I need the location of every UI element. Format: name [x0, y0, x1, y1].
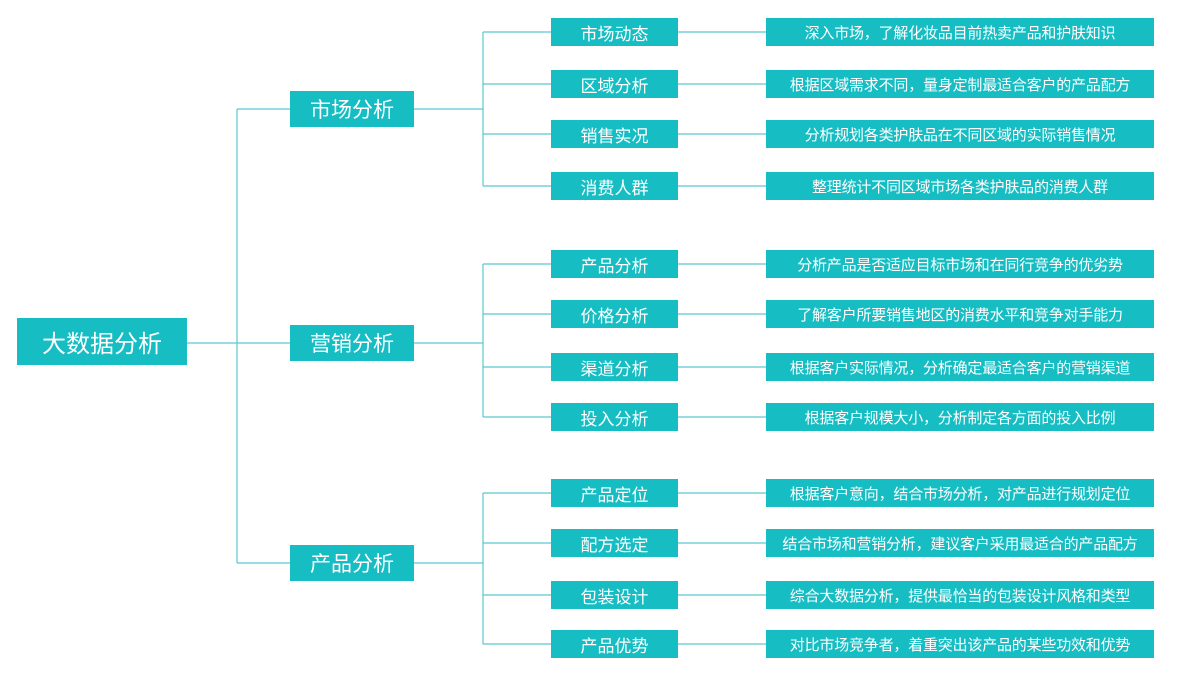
item-market-trends: 市场动态 — [551, 18, 678, 46]
item-regional-analysis: 区域分析 — [551, 70, 678, 98]
desc-investment-analysis: 根据客户规模大小，分析制定各方面的投入比例 — [766, 403, 1154, 431]
item-product-analysis: 产品分析 — [551, 250, 678, 278]
item-packaging-design: 包装设计 — [551, 581, 678, 609]
desc-consumer-groups: 整理统计不同区域市场各类护肤品的消费人群 — [766, 172, 1154, 200]
desc-price-analysis: 了解客户所要销售地区的消费水平和竞争对手能力 — [766, 300, 1154, 328]
item-channel-analysis: 渠道分析 — [551, 353, 678, 381]
item-product-positioning: 产品定位 — [551, 479, 678, 507]
desc-regional-analysis: 根据区域需求不同，量身定制最适合客户的产品配方 — [766, 70, 1154, 98]
root-node: 大数据分析 — [17, 318, 187, 365]
desc-formula-selection: 结合市场和营销分析，建议客户采用最适合的产品配方 — [766, 529, 1154, 557]
desc-sales-status: 分析规划各类护肤品在不同区域的实际销售情况 — [766, 120, 1154, 148]
desc-product-advantages: 对比市场竞争者，着重突出该产品的某些功效和优势 — [766, 630, 1154, 658]
item-investment-analysis: 投入分析 — [551, 403, 678, 431]
item-consumer-groups: 消费人群 — [551, 172, 678, 200]
desc-channel-analysis: 根据客户实际情况，分析确定最适合客户的营销渠道 — [766, 353, 1154, 381]
desc-market-trends: 深入市场，了解化妆品目前热卖产品和护肤知识 — [766, 18, 1154, 46]
category-market-analysis: 市场分析 — [290, 91, 414, 127]
desc-product-analysis: 分析产品是否适应目标市场和在同行竞争的优劣势 — [766, 250, 1154, 278]
item-sales-status: 销售实况 — [551, 120, 678, 148]
desc-packaging-design: 综合大数据分析，提供最恰当的包装设计风格和类型 — [766, 581, 1154, 609]
item-product-advantages: 产品优势 — [551, 630, 678, 658]
category-marketing-analysis: 营销分析 — [290, 325, 414, 361]
desc-product-positioning: 根据客户意向，结合市场分析，对产品进行规划定位 — [766, 479, 1154, 507]
item-formula-selection: 配方选定 — [551, 529, 678, 557]
category-product-analysis: 产品分析 — [290, 545, 414, 581]
item-price-analysis: 价格分析 — [551, 300, 678, 328]
